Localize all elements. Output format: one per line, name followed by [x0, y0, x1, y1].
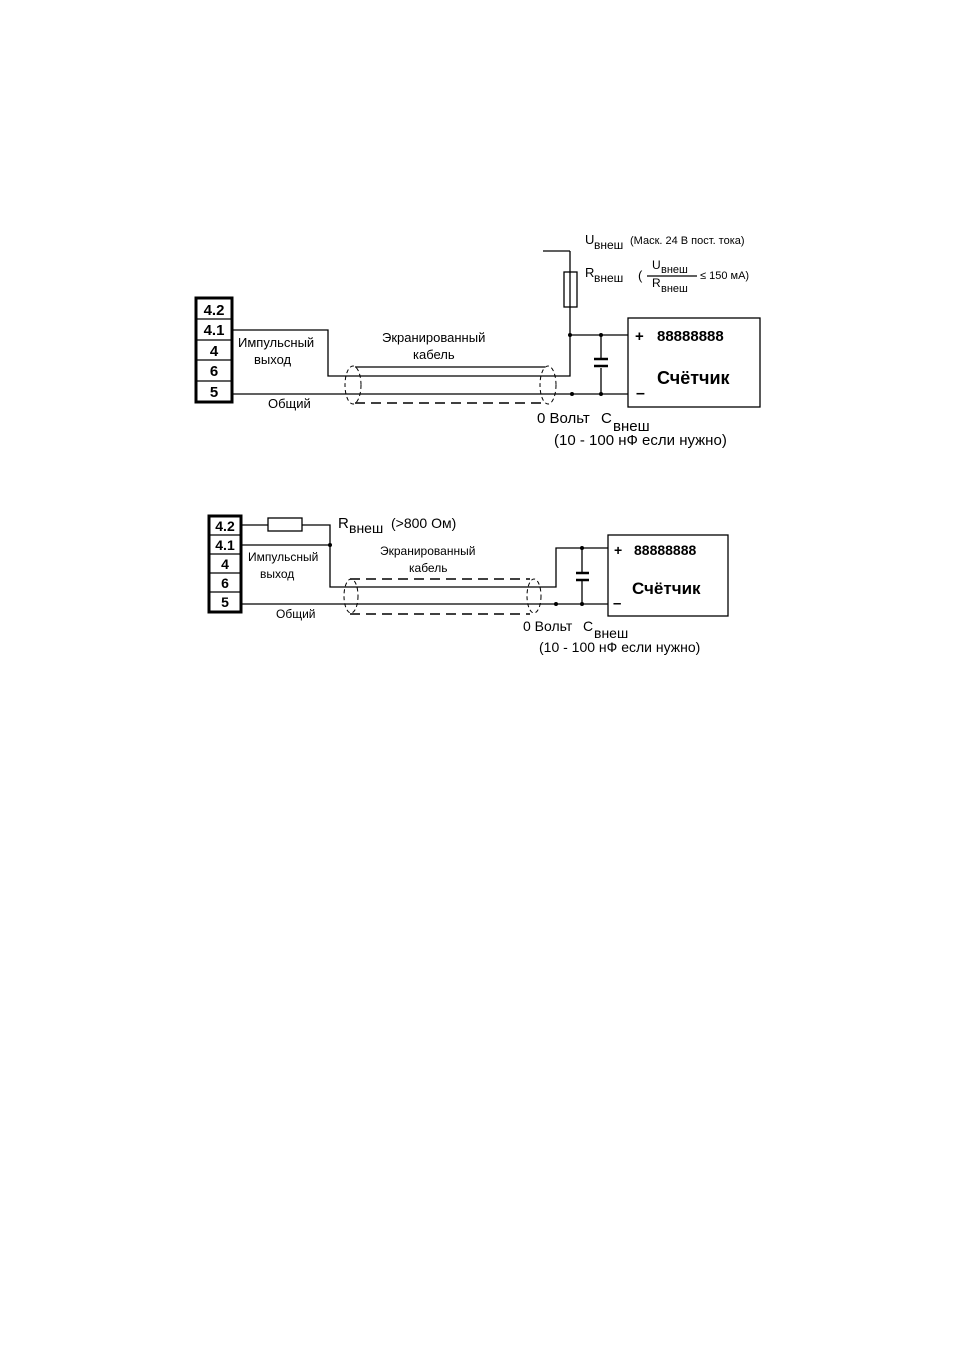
junction-dot	[570, 392, 574, 396]
svg-text:R: R	[585, 265, 594, 280]
svg-text:(: (	[638, 268, 643, 283]
cable-label: кабель	[413, 347, 455, 362]
terminal-label: 4.1	[215, 537, 235, 553]
counter-display: 88888888	[657, 328, 724, 345]
svg-text:R: R	[652, 276, 661, 290]
shielded-cable-1	[344, 365, 557, 405]
terminal-label: 4.2	[215, 518, 235, 534]
terminal-label: 4.2	[204, 302, 225, 319]
svg-text:≤ 150 мА): ≤ 150 мА)	[700, 270, 749, 282]
wires-1	[232, 250, 628, 396]
terminal-label: 4	[221, 556, 229, 572]
junction-dot	[580, 602, 584, 606]
svg-text:U: U	[652, 258, 661, 272]
terminal-block-1: 4.2 4.1 4 6 5	[194, 296, 234, 404]
terminal-label: 5	[221, 594, 229, 610]
common-label: Общий	[276, 607, 316, 621]
svg-text:U: U	[585, 232, 594, 247]
svg-text:C: C	[601, 410, 612, 427]
cable-label: Экранированный	[380, 544, 475, 558]
counter-label: Счётчик	[657, 368, 731, 388]
c-note: (10 - 100 нФ если нужно)	[539, 639, 700, 655]
terminal-label: 6	[221, 575, 229, 591]
svg-text:внеш: внеш	[613, 418, 650, 435]
shielded-cable-2	[343, 578, 542, 615]
diagram-1: 4.2 4.1 4 6 5	[194, 232, 761, 449]
svg-text:внеш: внеш	[594, 625, 628, 641]
terminal-label: 6	[210, 363, 218, 380]
resistor-r-ext	[563, 271, 578, 308]
pulse-output-label: Импульсный	[248, 550, 318, 564]
resistor-r-ext	[267, 517, 303, 532]
counter-box	[627, 317, 761, 408]
diagram-2: 4.2 4.1 4 6 5	[207, 514, 729, 655]
zero-volt-label: 0 Вольт	[537, 410, 590, 427]
terminal-block-frame	[207, 514, 243, 614]
pulse-output-label: выход	[254, 352, 292, 367]
minus-sign: –	[636, 385, 645, 402]
terminal-block-frame	[194, 296, 234, 404]
current-limit-formula: ( U внеш R внеш ≤ 150 мА)	[638, 258, 749, 295]
r-ext-label: R внеш	[585, 265, 623, 285]
u-ext-label: U внеш (Маск. 24 В пост. тока)	[585, 232, 745, 252]
plus-sign: +	[635, 328, 644, 345]
counter-1: + 88888888 Счётчик –	[627, 317, 761, 408]
u-ext-note: (Маск. 24 В пост. тока)	[630, 235, 745, 247]
pulse-output-label: Импульсный	[238, 335, 314, 350]
terminal-block-2: 4.2 4.1 4 6 5	[207, 514, 243, 614]
svg-text:внеш: внеш	[594, 238, 623, 252]
svg-text:внеш: внеш	[594, 271, 623, 285]
zero-volt-c-ext-label: 0 Вольт C внеш (10 - 100 нФ если нужно)	[523, 618, 700, 655]
junction-dot	[328, 543, 332, 547]
counter-label: Счётчик	[632, 579, 701, 598]
cable-label: кабель	[409, 561, 447, 575]
junction-dot	[599, 392, 603, 396]
pulse-output-label: выход	[260, 567, 294, 581]
r-ext-label: R внеш (>800 Ом)	[338, 515, 456, 536]
junction-dot	[580, 546, 584, 550]
minus-sign: –	[613, 595, 621, 612]
capacitor-c-ext	[594, 357, 608, 368]
counter-display: 88888888	[634, 542, 697, 558]
junction-dot	[568, 333, 572, 337]
counter-2: + 88888888 Счётчик –	[607, 534, 729, 617]
svg-text:внеш: внеш	[349, 520, 383, 536]
cable-label: Экранированный	[382, 330, 485, 345]
zero-volt-label: 0 Вольт	[523, 618, 573, 634]
junction-dot	[599, 333, 603, 337]
terminal-label: 4.1	[204, 322, 225, 339]
terminal-label: 5	[210, 384, 218, 401]
terminal-label: 4	[210, 343, 219, 360]
svg-text:C: C	[583, 618, 593, 634]
junction-dot	[554, 602, 558, 606]
zero-volt-c-ext-label: 0 Вольт C внеш (10 - 100 нФ если нужно)	[537, 410, 727, 449]
counter-box	[607, 534, 729, 617]
svg-text:R: R	[338, 515, 349, 532]
common-label: Общий	[268, 396, 311, 411]
wires-2	[241, 524, 608, 606]
pulse-wire	[241, 524, 608, 588]
c-note: (10 - 100 нФ если нужно)	[554, 432, 727, 449]
svg-text:внеш: внеш	[661, 283, 688, 295]
capacitor-c-ext	[576, 571, 589, 582]
r-ext-note: (>800 Ом)	[391, 515, 456, 531]
svg-text:внеш: внеш	[661, 264, 688, 276]
plus-sign: +	[614, 542, 622, 558]
